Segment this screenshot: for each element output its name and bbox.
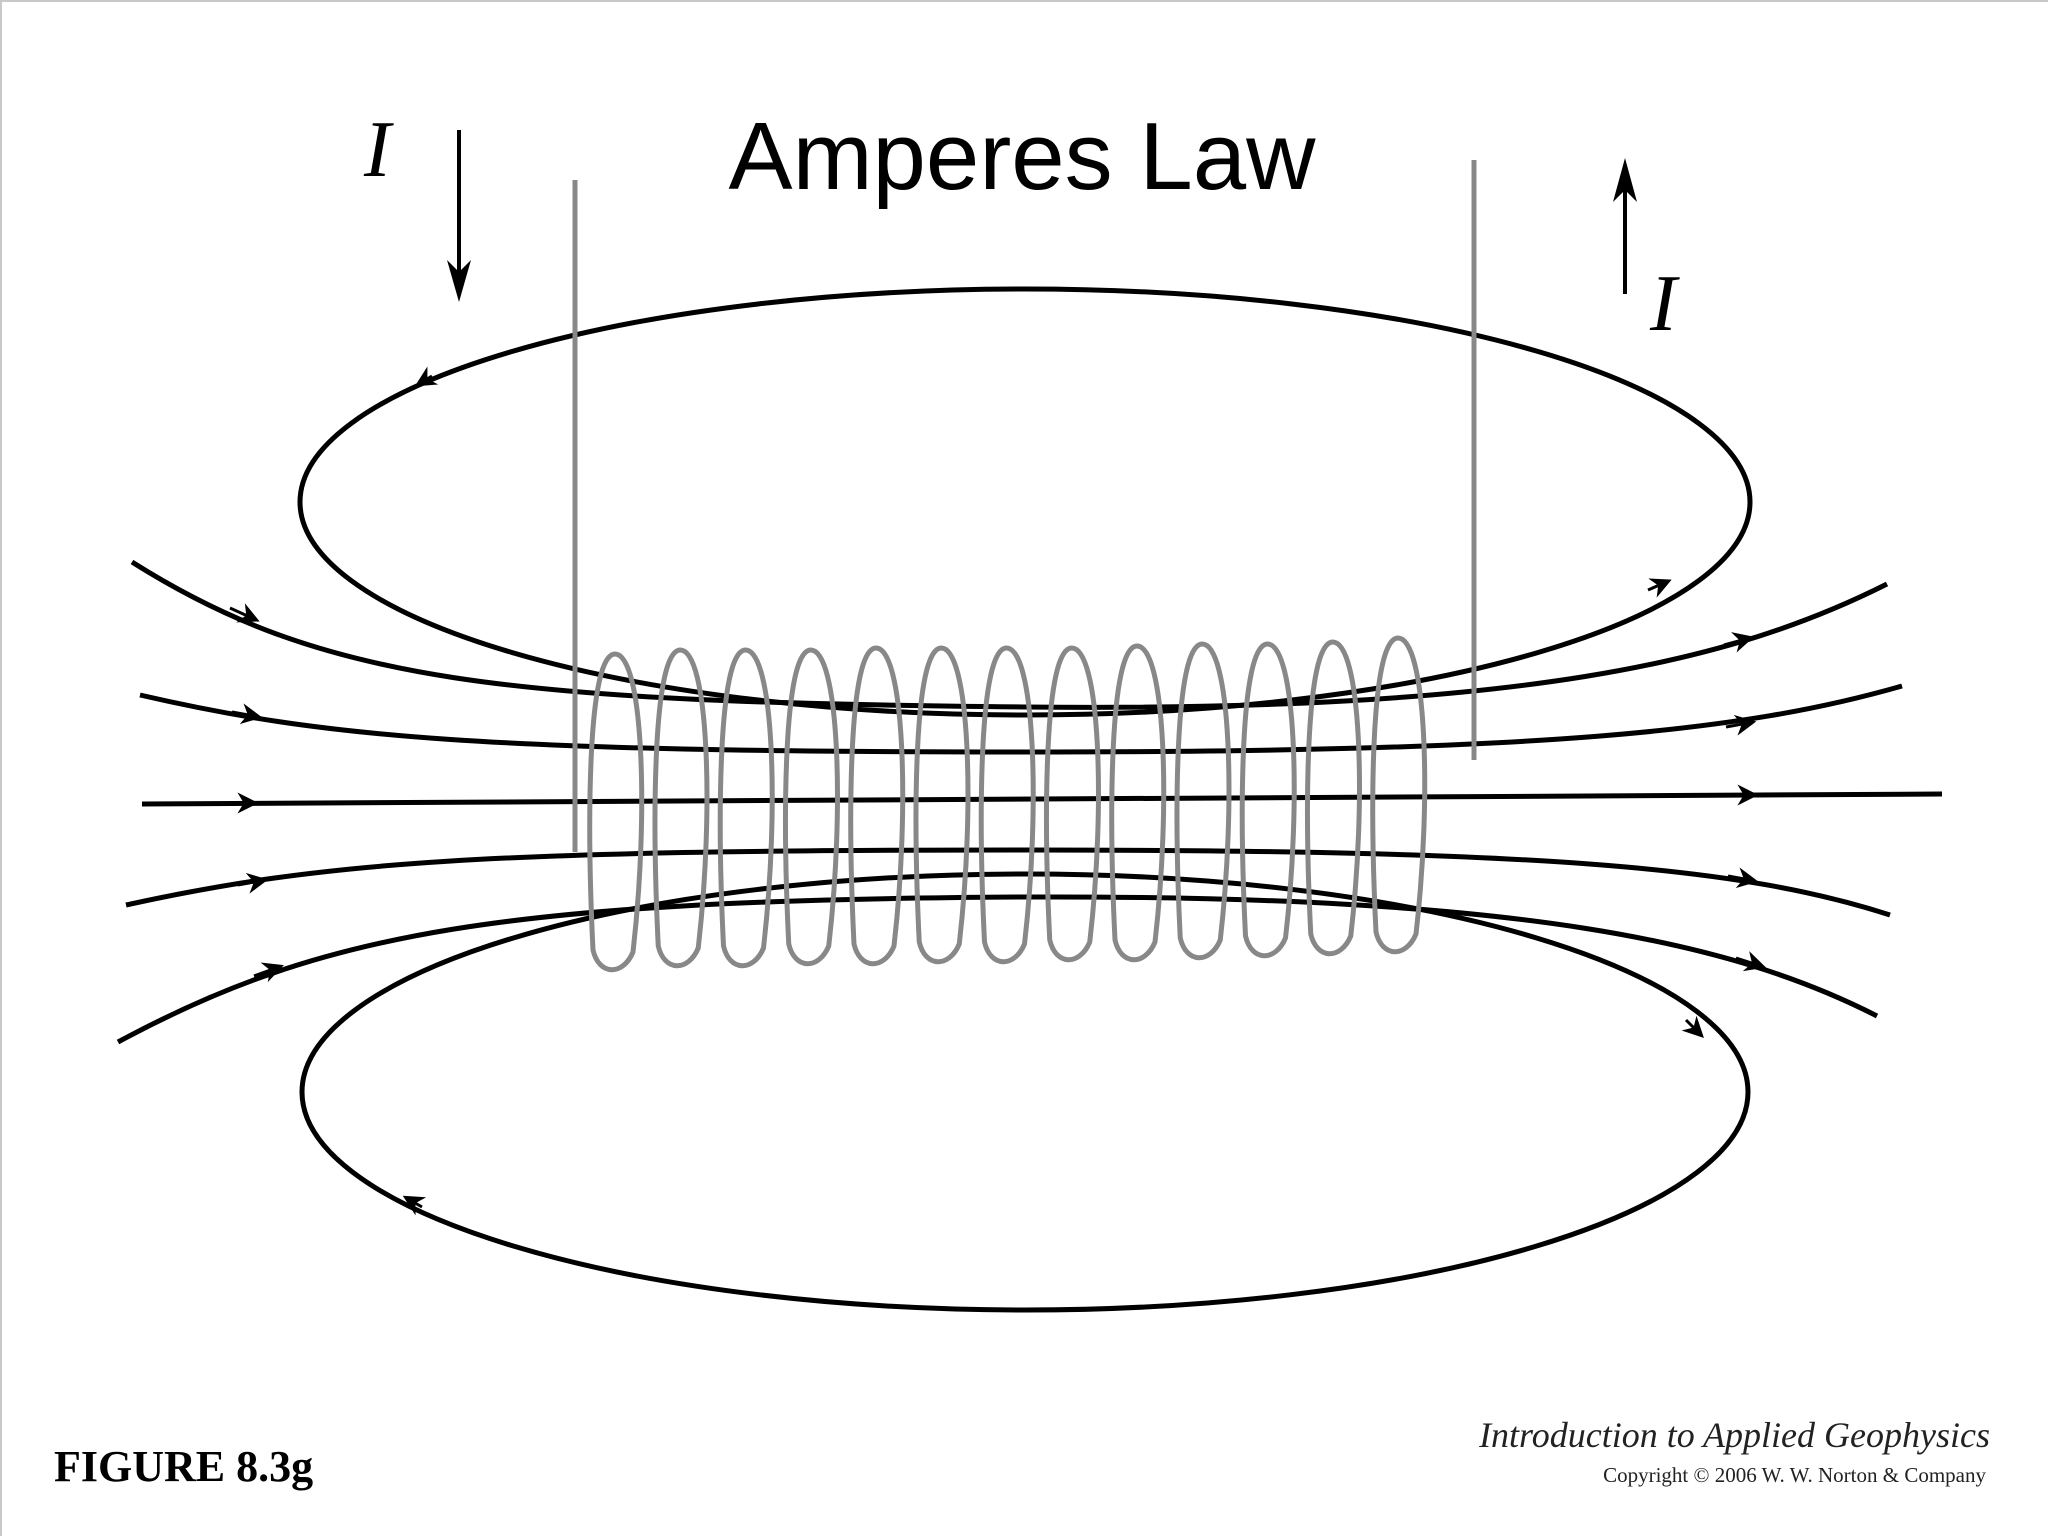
coil-turn	[1370, 635, 1428, 955]
field-arrow	[402, 1195, 427, 1216]
coil-turn	[783, 647, 840, 967]
field-arrow	[414, 366, 439, 387]
copyright-notice: Copyright © 2006 W. W. Norton & Company	[1603, 1463, 1986, 1487]
field-arrow	[1723, 632, 1755, 653]
coil-turn	[717, 647, 775, 969]
field-arrow	[253, 962, 284, 983]
field-line-center	[141, 791, 1943, 807]
coil-turn	[978, 645, 1036, 965]
field-arrow	[1727, 867, 1759, 889]
slide-title: Amperes Law	[728, 103, 1316, 210]
coil-turn	[913, 645, 971, 965]
field-arrow	[231, 703, 263, 725]
coil-turn	[1305, 639, 1362, 957]
coil-turn	[587, 651, 645, 973]
coil-turn	[1239, 641, 1297, 959]
field-loop-bottom	[299, 871, 1751, 1313]
book-title: Introduction to Applied Geophysics	[1479, 1415, 1990, 1455]
field-arrow	[1735, 951, 1767, 972]
field-loop-top	[297, 286, 1753, 718]
coil-turn	[652, 647, 710, 969]
solenoid-coil	[572, 160, 1477, 973]
field-line-upper-1	[139, 683, 1903, 755]
current-label-in: I	[364, 106, 391, 194]
field-arrow	[1647, 578, 1672, 598]
figure-label: FIGURE 8.3g	[54, 1442, 314, 1491]
current-label-out: I	[1650, 260, 1677, 348]
field-arrow	[1681, 1015, 1704, 1038]
field-line-upper-2	[130, 559, 1889, 710]
coil-turn	[1044, 645, 1101, 963]
coil-turn	[1109, 643, 1167, 963]
field-arrow	[1725, 714, 1757, 736]
arrow-up-icon	[1613, 158, 1637, 202]
field-arrow	[237, 872, 269, 894]
field-line-lower-1	[125, 847, 1891, 918]
arrow-down-icon	[447, 260, 471, 302]
coil-turn	[848, 645, 906, 967]
field-arrow	[229, 603, 260, 623]
coil-turn	[1174, 641, 1232, 961]
field-line-lower-2	[116, 894, 1879, 1045]
